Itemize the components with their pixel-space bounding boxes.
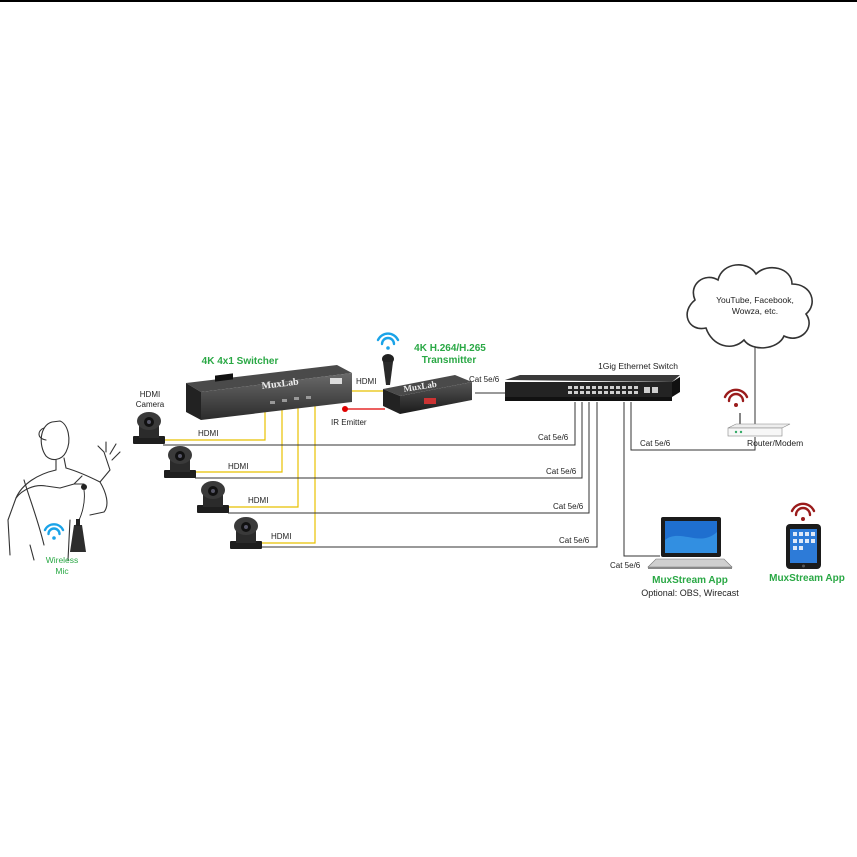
ethernet-switch-device: [505, 375, 680, 401]
cat-cam1-label: Cat 5e/6: [538, 433, 569, 442]
cat-cam4-label: Cat 5e/6: [559, 536, 590, 545]
cat-cable-cam3: [228, 402, 590, 514]
hdmi-cable-cam3: [228, 402, 299, 508]
wireless-mic-label-line2: Mic: [55, 566, 69, 576]
switcher-brand: MuxLab: [261, 376, 300, 392]
hdmi-cable-cam4: [262, 402, 316, 544]
switcher-title: 4K 4x1 Switcher: [201, 356, 279, 367]
cat-cam3-label: Cat 5e/6: [553, 502, 584, 511]
ptz-camera-1: [133, 412, 165, 444]
ir-cable: [342, 406, 385, 412]
hdmi-cam1-label: HDMI: [198, 429, 219, 438]
ptz-camera-2: [164, 446, 196, 478]
ptz-camera-4: [230, 517, 262, 549]
ir-emitter-label: IR Emitter: [331, 418, 367, 427]
muxstream-app-tablet-label: MuxStream App: [769, 573, 845, 584]
hdmi-cam4-label: HDMI: [271, 532, 292, 541]
internet-cloud: [686, 264, 813, 349]
hdmi-cam3-label: HDMI: [248, 496, 269, 505]
muxstream-app-laptop-label: MuxStream App: [652, 575, 728, 586]
cloud-label-line2: Wowza, etc.: [731, 306, 779, 317]
cat-cable-cam1: [163, 402, 576, 446]
cat-cam2-label: Cat 5e/6: [546, 467, 577, 476]
cloud-label: YouTube, Facebook, Wowza, etc.: [712, 295, 798, 317]
cloud-label-line1: YouTube, Facebook,: [716, 295, 794, 305]
cat-laptop-label: Cat 5e/6: [610, 561, 641, 570]
cat-cable-cam2: [195, 402, 583, 479]
cat-cable-cam4: [262, 402, 598, 548]
wifi-icon-mic: [43, 523, 65, 540]
ir-emitter-dot: [342, 406, 348, 412]
cat-cable-router: [630, 402, 756, 451]
hdmi-cable-cam1: [163, 402, 266, 441]
cat-cables: [163, 340, 756, 557]
cat-router-label: Cat 5e/6: [640, 439, 671, 448]
cat-cable-laptop: [623, 402, 660, 557]
hdmi-switcher-tx-label: HDMI: [356, 377, 377, 386]
transmitter-title-line1: 4K H.264/H.265: [414, 343, 486, 354]
router-device: [727, 413, 791, 437]
ethernet-switch-label: 1Gig Ethernet Switch: [598, 361, 678, 371]
ptz-camera-3: [197, 481, 229, 513]
cat-tx-label: Cat 5e/6: [469, 375, 500, 384]
wifi-icon-router: [723, 388, 749, 407]
hdmi-camera-label-line1: HDMI: [139, 390, 161, 399]
tablet-device: [786, 524, 821, 569]
lapel-mic: [75, 484, 87, 526]
wireless-mic-transmitter: [70, 519, 86, 552]
hdmi-cam2-label: HDMI: [228, 462, 249, 471]
wifi-icon-transmitter: [376, 332, 400, 350]
presenter-sketch: [7, 420, 121, 561]
router-label: Router/Modem: [747, 438, 804, 448]
laptop-device: [647, 517, 733, 569]
handheld-mic: [382, 354, 394, 385]
wireless-mic-label-line1: Wireless: [45, 555, 79, 565]
optional-software-label: Optional: OBS, Wirecast: [641, 588, 739, 598]
transmitter-device: MuxLab: [383, 375, 472, 414]
switcher-device: MuxLab: [186, 365, 352, 420]
hdmi-cable-cam2: [195, 402, 283, 473]
wifi-icon-tablet: [790, 502, 816, 521]
hdmi-camera-label-line2: Camera: [135, 400, 165, 409]
hdmi-cables: [163, 390, 385, 544]
transmitter-title-line2: Transmitter: [421, 355, 477, 366]
